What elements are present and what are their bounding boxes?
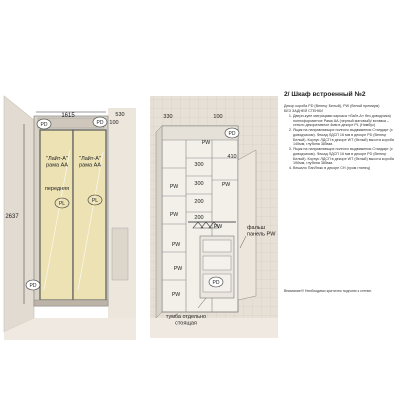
notes-warning: Внимание!!! Необходимо критично подгоню … [284, 289, 373, 293]
pd-marker-label: PD [97, 120, 104, 126]
pd-marker [92, 116, 108, 128]
pd-marker [224, 127, 240, 139]
front-label: передняя [45, 186, 69, 192]
notes-item: Ящик на направляющих полного выдвижения … [293, 128, 396, 146]
dim-200-label: 200 [194, 215, 203, 221]
drawer [202, 255, 232, 271]
pd-marker-label: PD [30, 283, 37, 289]
dim-100-label: 100 [109, 120, 118, 126]
notes-intro-line: Декор короба PD (Венеңг Белый), PW (белы… [284, 104, 380, 108]
dim-height-label: 2637 [5, 214, 19, 220]
drawer [202, 239, 232, 253]
left-floor [4, 318, 136, 340]
notes-body: Декор короба PD (Венеңг Белый), PW (белы… [284, 104, 396, 171]
pl-marker [87, 194, 103, 206]
dim-300-label: 300 [194, 181, 203, 187]
pd-marker-label: PD [41, 122, 48, 128]
notes-item: Ящик на направляющих полного выдвижения … [293, 147, 396, 165]
right-drawing: 330 100 410 300 300 200 200 PW PW PW PW … [150, 96, 278, 338]
dim-200-label: 200 [194, 199, 203, 205]
notes-item: Двери-купе матрицами каркаса «Лайт-А» бе… [293, 114, 396, 128]
pl-marker [54, 197, 70, 209]
pl-marker-label: PL [59, 201, 65, 207]
dim-410-label: 410 [227, 154, 236, 160]
notes-intro-line: БЕЗ ЗАДНЕЙ СТЕНКИ [284, 108, 323, 113]
left-drawing: 1615 530 100 2637 "Лайт-А"рама АА "Лайт-… [3, 95, 136, 340]
pw-label: PW [202, 140, 210, 146]
hangers [192, 221, 220, 229]
left-plinth [33, 299, 109, 307]
notes-item: Вешало ПанЛюкс в декоре CH (хром глянец) [293, 166, 396, 171]
facade-leader [239, 235, 247, 249]
dim-530-label: 530 [115, 112, 124, 118]
pd-marker [36, 118, 52, 130]
door-right-label: "Лайт-А"рама АА [79, 155, 101, 168]
pw-label: PW [172, 242, 180, 248]
dim-330-label: 330 [163, 114, 172, 120]
left-column-shelves [162, 167, 186, 281]
pw-label: PW [214, 224, 222, 230]
right-door-panel [72, 129, 107, 301]
notes-list: Двери-купе матрицами каркаса «Лайт-А» бе… [284, 114, 396, 171]
door-left-label: "Лайт-А"рама АА [46, 155, 68, 168]
pw-label: PW [172, 292, 180, 298]
stand-leader [197, 297, 207, 309]
pw-label: PW [174, 266, 182, 272]
door-reflection [77, 151, 104, 291]
right-floor [150, 318, 278, 338]
dim-width-label: 1615 [61, 113, 75, 119]
middle-column-shelves [186, 157, 212, 213]
dim-100-label: 100 [213, 114, 222, 120]
right-side-panel [155, 125, 163, 319]
door-reflection [43, 149, 71, 291]
dim-300-label: 300 [194, 162, 203, 168]
pl-marker-label: PL [92, 198, 98, 204]
pw-label: PW [170, 212, 178, 218]
pd-marker [25, 279, 41, 291]
right-column-shelves [212, 157, 238, 181]
pd-marker-label: PD [213, 280, 220, 286]
left-radiator [111, 227, 129, 281]
left-back-wall [108, 108, 136, 320]
pd-marker-label: PD [229, 131, 236, 137]
pw-label: PW [170, 184, 178, 190]
notes-title: 2/ Шкаф встроенный №2 [284, 91, 366, 98]
open-door [237, 149, 257, 301]
pw-label: PW [222, 182, 230, 188]
pd-marker [208, 276, 224, 288]
pw-labels: PW PW PW PW PW PW PW PW [170, 140, 230, 298]
